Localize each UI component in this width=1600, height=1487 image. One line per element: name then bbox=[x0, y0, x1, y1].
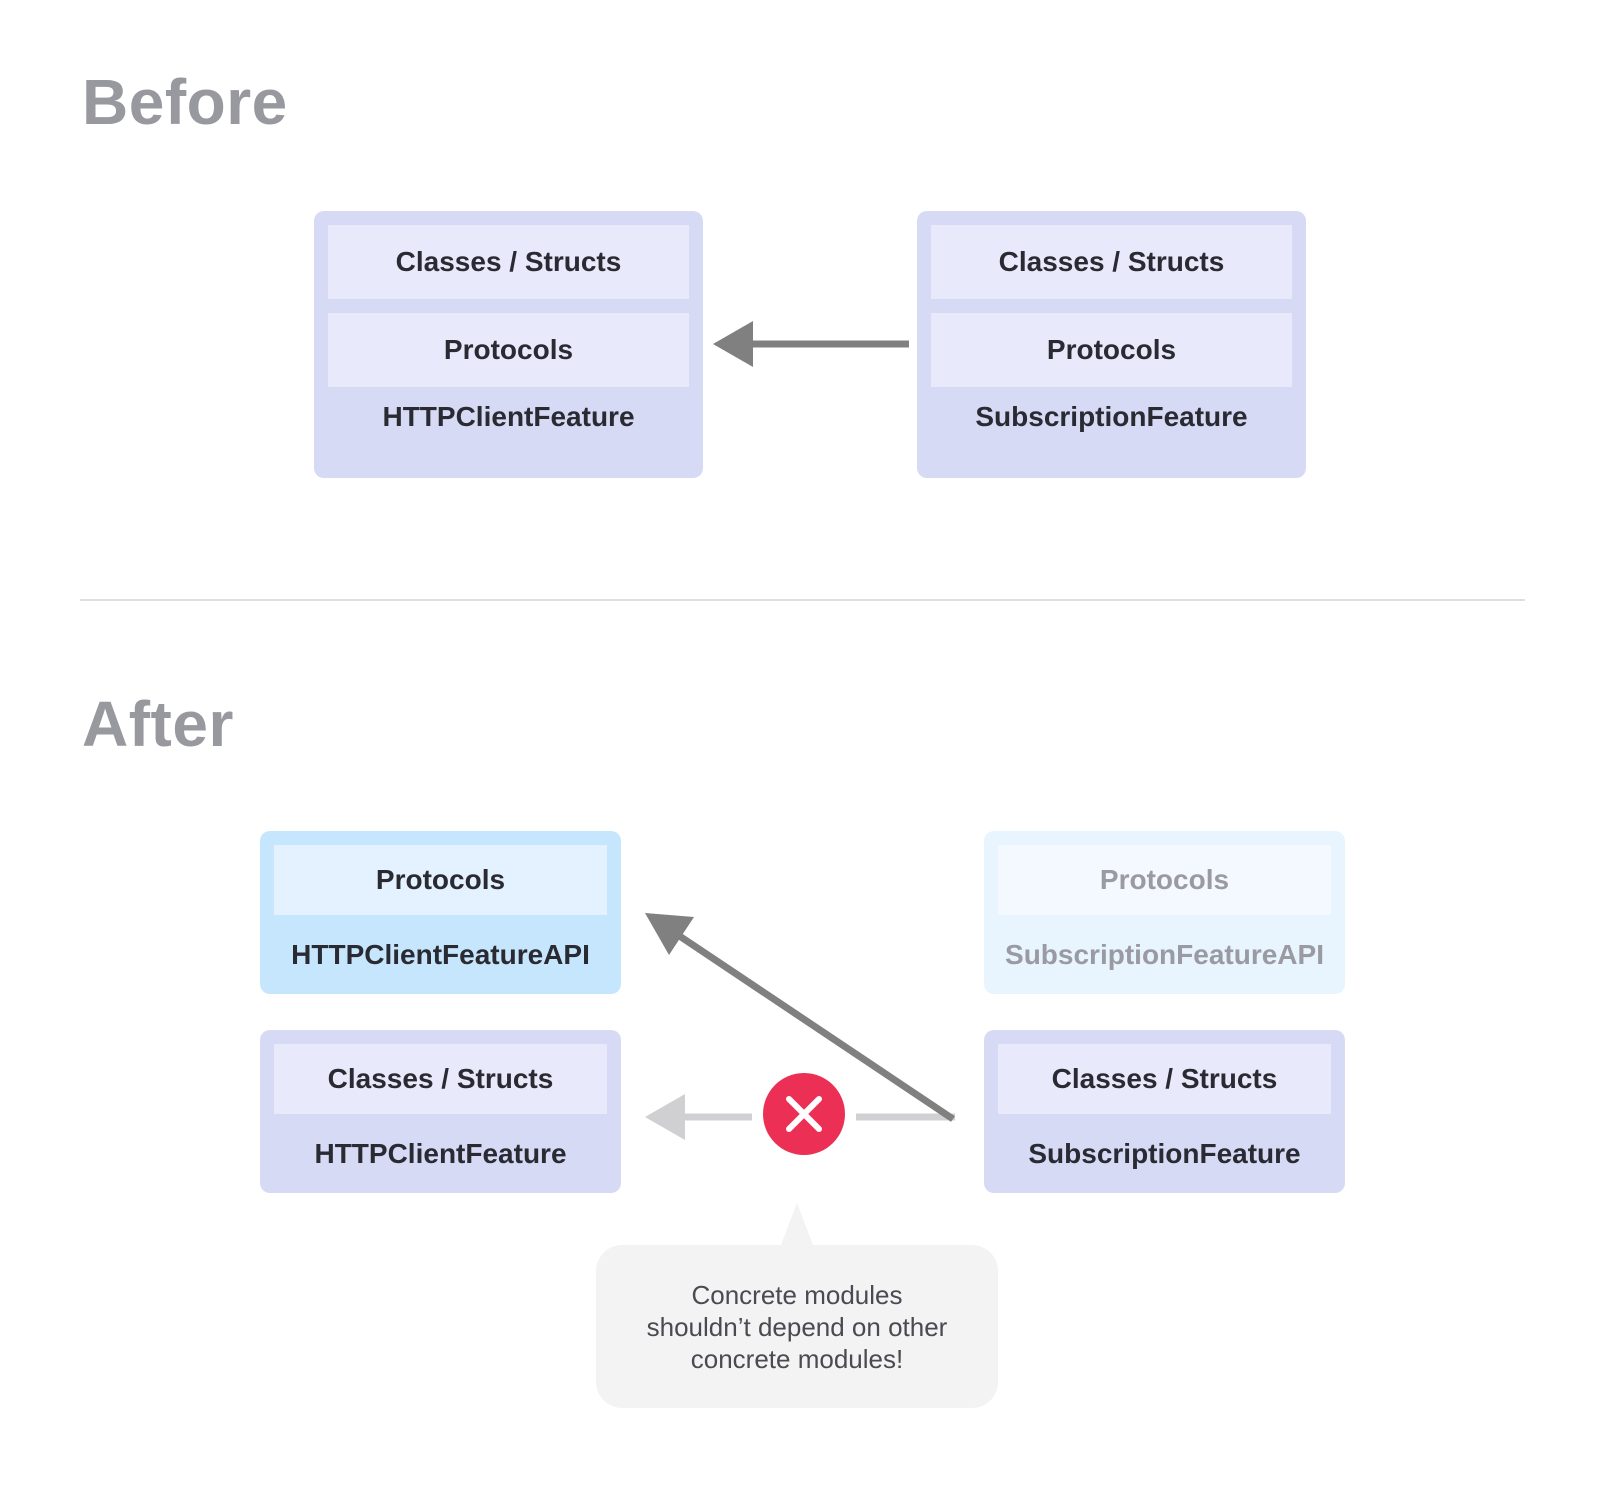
module-httpclientfeature-before: Classes / Structs Protocols HTTPClientFe… bbox=[314, 211, 703, 478]
module-subscriptionfeature-before: Classes / Structs Protocols Subscription… bbox=[917, 211, 1306, 478]
after-heading: After bbox=[82, 688, 234, 760]
layer-classes-structs: Classes / Structs bbox=[998, 1044, 1331, 1114]
before-heading: Before bbox=[82, 66, 288, 138]
module-httpclientfeature-after: Classes / Structs HTTPClientFeature bbox=[260, 1030, 621, 1193]
module-name: HTTPClientFeatureAPI bbox=[291, 939, 590, 970]
disallowed-dependency-arrow bbox=[645, 1094, 955, 1140]
module-subscriptionfeatureapi: Protocols SubscriptionFeatureAPI bbox=[984, 831, 1345, 994]
layer-protocols: Protocols bbox=[931, 313, 1292, 387]
module-name: HTTPClientFeature bbox=[382, 401, 635, 432]
module-subscriptionfeature-after: Classes / Structs SubscriptionFeature bbox=[984, 1030, 1345, 1193]
section-divider bbox=[80, 599, 1525, 601]
api-dependency-arrow bbox=[645, 913, 955, 1122]
module-name: SubscriptionFeature bbox=[1028, 1138, 1301, 1169]
layer-protocols: Protocols bbox=[274, 845, 607, 915]
layer-protocols: Protocols bbox=[328, 313, 689, 387]
note-text: Concrete modules shouldn’t depend on oth… bbox=[646, 1279, 948, 1374]
layer-classes-structs: Classes / Structs bbox=[328, 225, 689, 299]
note-callout: Concrete modules shouldn’t depend on oth… bbox=[596, 1203, 998, 1408]
layer-protocols: Protocols bbox=[998, 845, 1331, 915]
module-httpclientfeatureapi: Protocols HTTPClientFeatureAPI bbox=[260, 831, 621, 994]
before-dependency-arrow bbox=[713, 321, 909, 367]
module-name: SubscriptionFeatureAPI bbox=[1005, 939, 1324, 970]
layer-classes-structs: Classes / Structs bbox=[931, 225, 1292, 299]
module-name: HTTPClientFeature bbox=[314, 1138, 567, 1169]
layer-classes-structs: Classes / Structs bbox=[274, 1044, 607, 1114]
module-name: SubscriptionFeature bbox=[975, 401, 1248, 432]
close-icon bbox=[763, 1073, 845, 1155]
